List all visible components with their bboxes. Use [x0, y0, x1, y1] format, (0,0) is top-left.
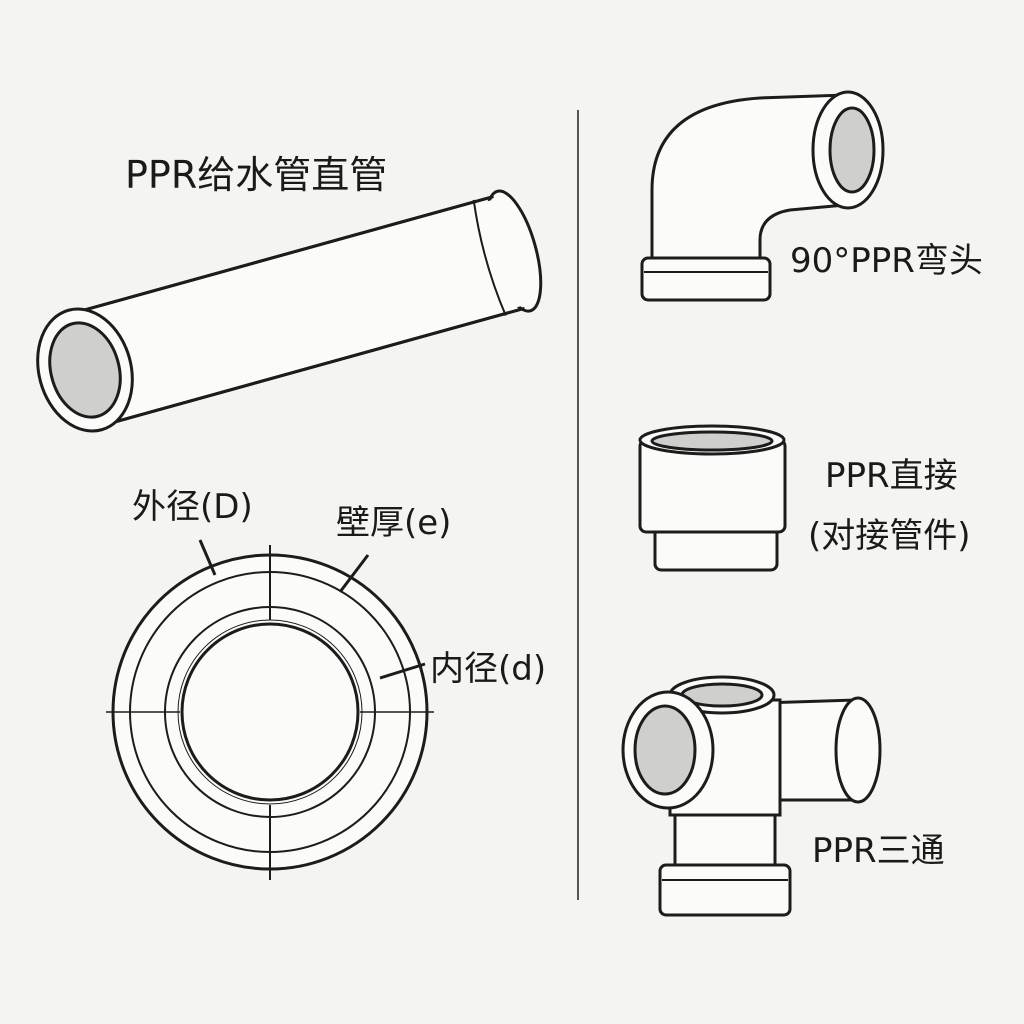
pipe-cross-section	[106, 539, 434, 880]
title-label: PPR给水管直管	[125, 153, 387, 197]
straight-coupling	[638, 424, 787, 572]
straight-pipe	[36, 189, 543, 433]
elbow-fitting	[640, 90, 885, 302]
outer-diameter-label: 外径(D)	[132, 487, 253, 527]
tee-label: PPR三通	[812, 831, 945, 871]
tee-fitting	[621, 675, 882, 917]
coupling-label-line2: (对接管件)	[808, 516, 971, 556]
elbow-label: 90°PPR弯头	[790, 241, 983, 281]
wall-thickness-label: 壁厚(e)	[336, 503, 451, 543]
coupling-label-line1: PPR直接	[825, 456, 958, 496]
inner-diameter-label: 内径(d)	[430, 649, 546, 689]
